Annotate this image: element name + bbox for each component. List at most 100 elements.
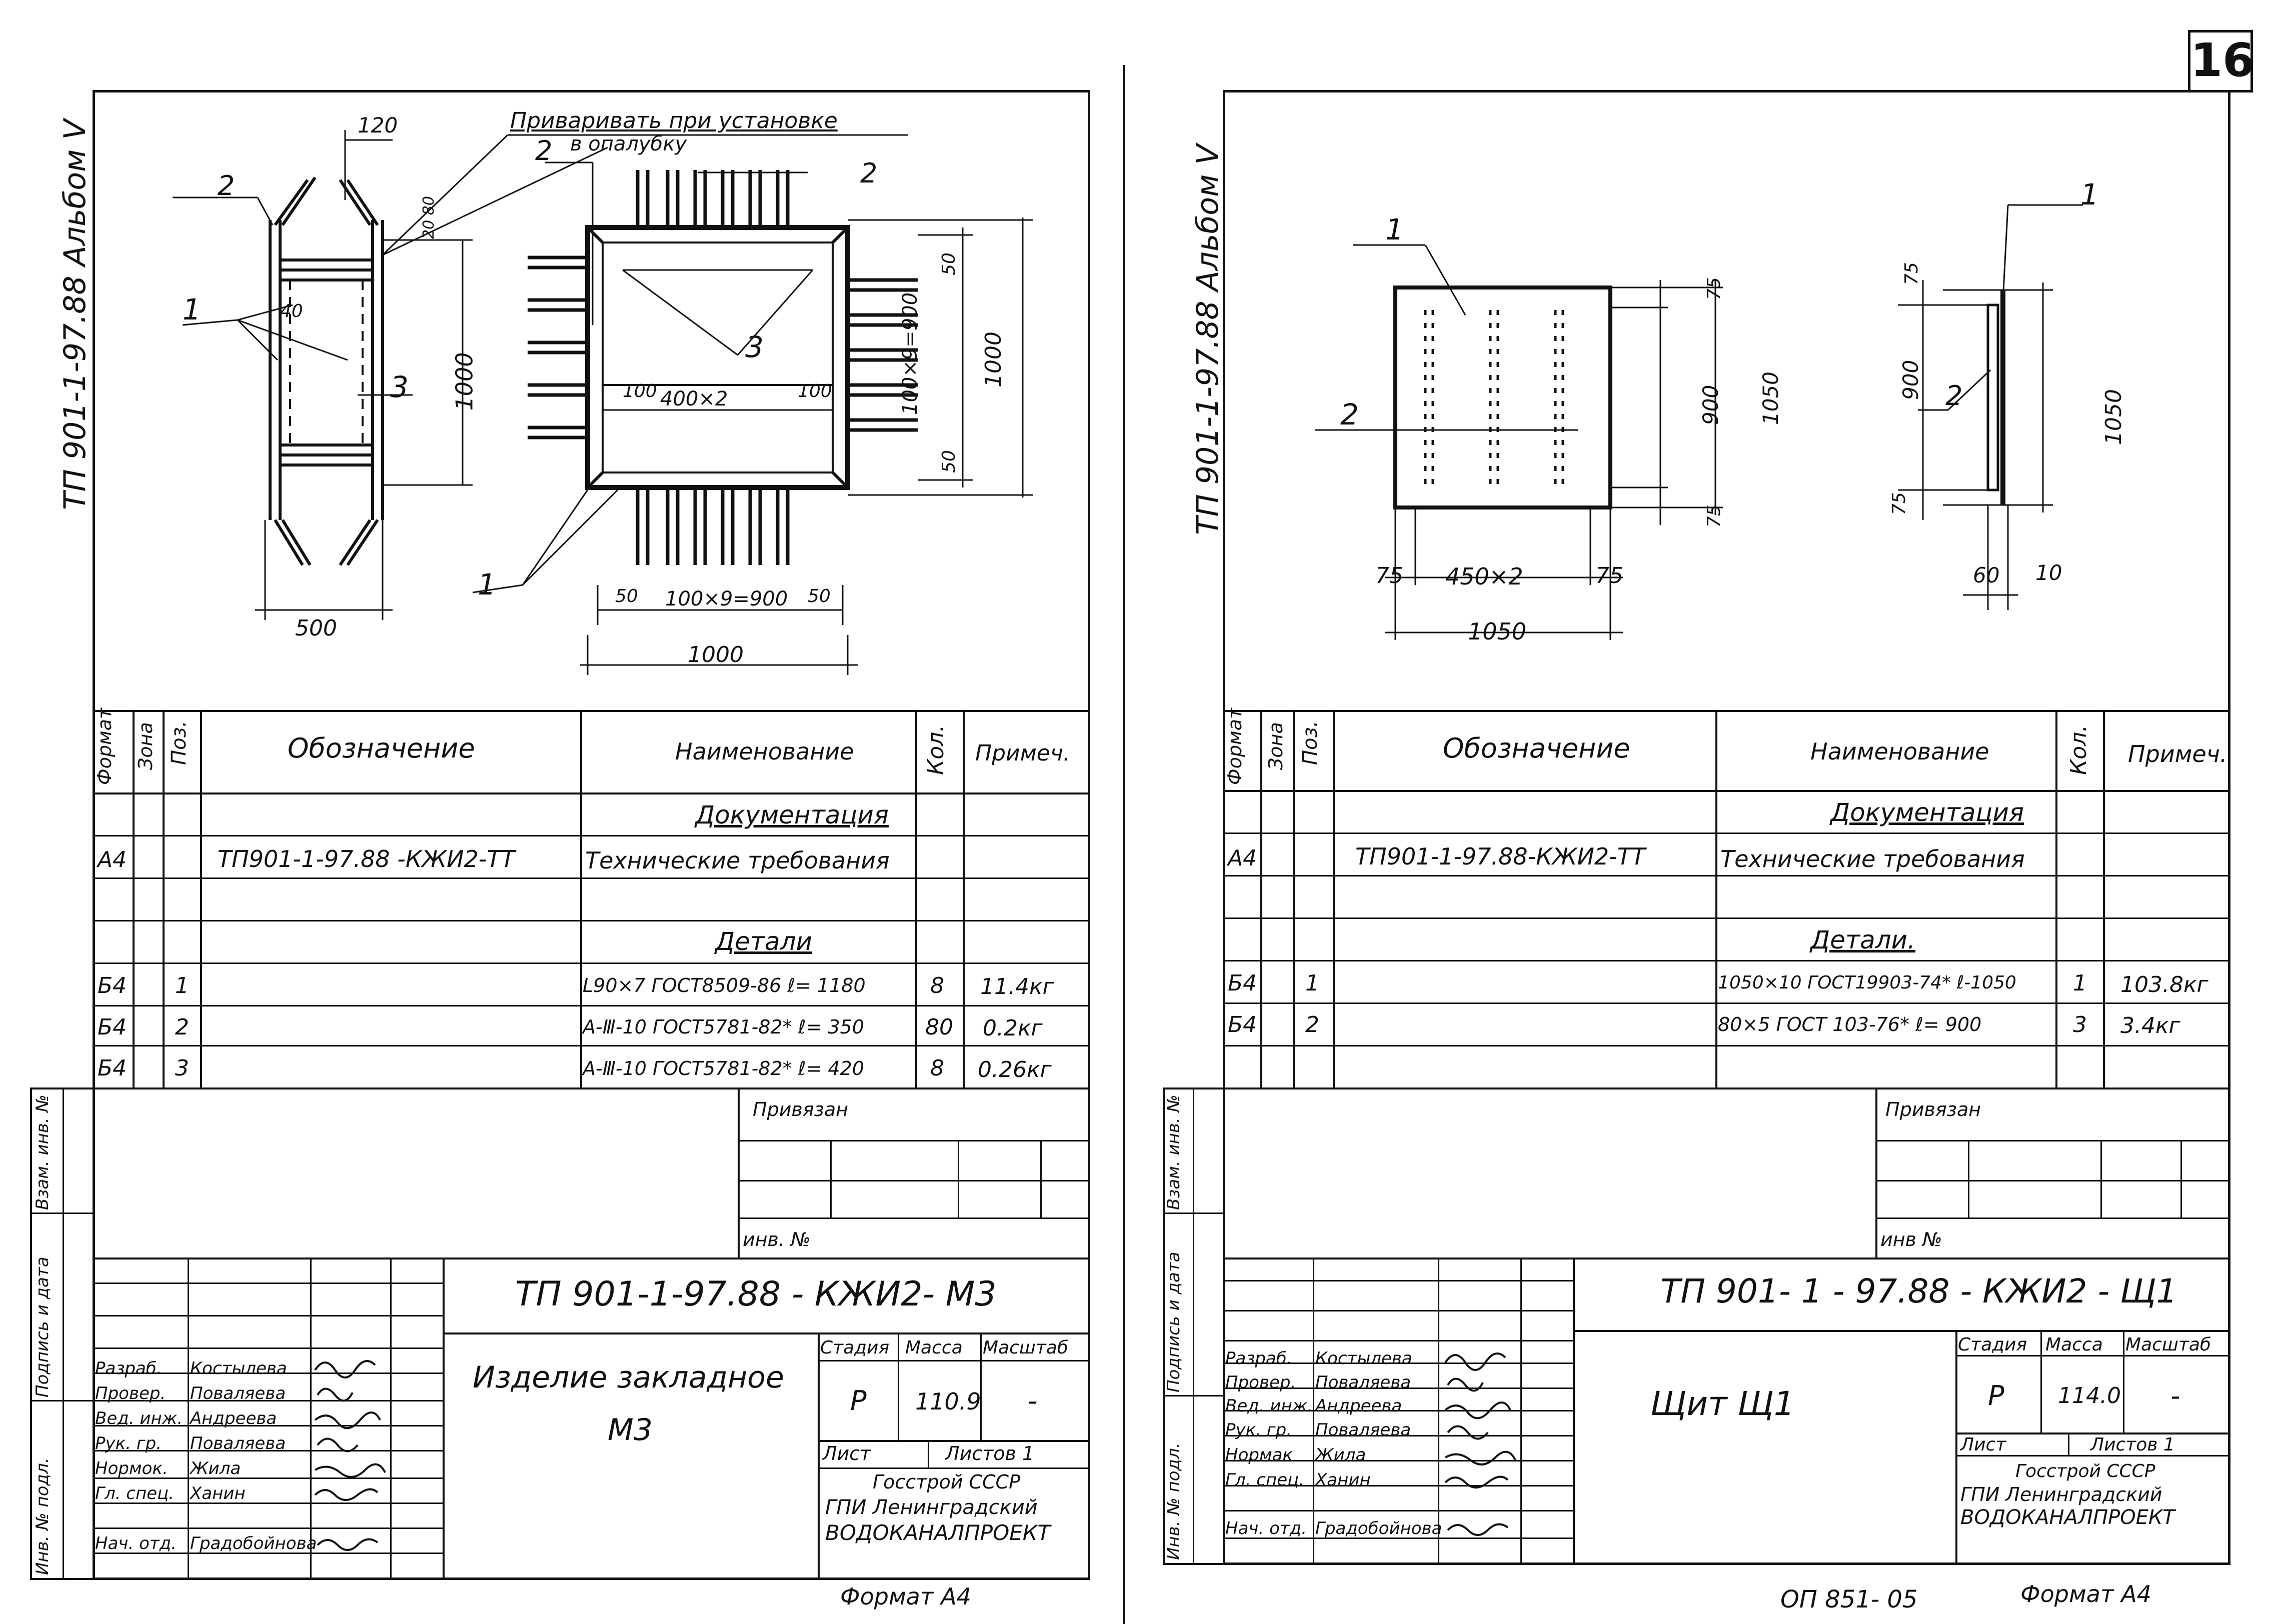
- right-label-p2b: 2: [1945, 380, 1963, 412]
- right-doc-format: А4: [1228, 846, 1257, 871]
- right-side-code: ТП 901-1-97.88 Альбом V: [1190, 144, 1225, 535]
- left-dim-100x9h: 100×9=900: [665, 588, 788, 610]
- left-org3: ВОДОКАНАЛПРОЕКТ: [825, 1520, 1051, 1545]
- role-label: Нормок.: [95, 1458, 168, 1478]
- role-name: Ханин: [190, 1484, 246, 1504]
- left-section-doc: Документация: [695, 800, 889, 830]
- role-name: Поваляева: [1315, 1420, 1411, 1440]
- row-name: L90×7 ГОСТ8509-86 ℓ= 1180: [583, 974, 866, 996]
- role-label: Нач. отд.: [1225, 1518, 1307, 1538]
- right-org2: ГПИ Ленинградский: [1960, 1484, 2162, 1506]
- left-dim-120: 120: [358, 113, 398, 138]
- right-scale: -: [2170, 1380, 2180, 1412]
- right-section-doc: Документация: [1830, 798, 2024, 827]
- right-doc-designation: ТП901-1-97.88-КЖИ2-ТТ: [1355, 843, 1645, 870]
- left-dim-100a: 100: [623, 381, 657, 402]
- left-doc-name: Технические требования: [585, 847, 890, 874]
- right-dim-75b: 75: [1704, 504, 1724, 528]
- row-qty: 80: [925, 1014, 953, 1040]
- left-stamp-title2: М3: [608, 1412, 653, 1448]
- row-name: А-Ⅲ-10 ГОСТ5781-82* ℓ= 350: [583, 1016, 864, 1038]
- left-side-code: ТП 901-1-97.88 Альбом V: [58, 119, 93, 510]
- role-name: Поваляева: [190, 1434, 286, 1454]
- role-name: Поваляева: [190, 1384, 286, 1404]
- left-dim-1000h: 1000: [688, 642, 744, 668]
- row-pos: 2: [1305, 1012, 1319, 1038]
- role-label: Разраб.: [95, 1358, 162, 1378]
- left-privyazan: Привязан: [753, 1098, 848, 1120]
- role-name: Поваляева: [1315, 1372, 1411, 1392]
- row-pos: 2: [175, 1014, 189, 1040]
- left-h-pos: Поз.: [168, 720, 191, 765]
- left-dim-50a: 50: [938, 252, 959, 276]
- right-dim-75d: 75: [1595, 563, 1623, 588]
- right-inv-no: инв №: [1880, 1228, 1942, 1250]
- row-qty: 8: [930, 1056, 944, 1081]
- left-h-zone: Зона: [135, 722, 157, 770]
- right-dim-75a: 75: [1704, 277, 1724, 300]
- row-qty: 3: [2073, 1012, 2087, 1038]
- left-label-p2a: 2: [218, 170, 235, 202]
- right-h-format: Формат: [1224, 708, 1246, 785]
- right-h-zone: Зона: [1265, 722, 1287, 770]
- row-pos: 1: [175, 973, 189, 998]
- left-scale: -: [1028, 1385, 1038, 1416]
- right-side-label-2: Подпись и дата: [1164, 1252, 1184, 1392]
- left-format-label: Формат А4: [840, 1583, 971, 1610]
- right-dim-75f: 75: [1889, 492, 1909, 515]
- right-label-p2a: 2: [1340, 398, 1359, 432]
- right-stage-h: Стадия: [1958, 1334, 2027, 1355]
- role-label: Разраб.: [1225, 1348, 1292, 1368]
- right-dim-1050b: 1050: [2101, 389, 2126, 445]
- left-dim-100x9v: 100×9=900: [899, 292, 922, 415]
- left-h-qty: Кол.: [923, 724, 949, 775]
- right-dim-900b: 900: [1898, 360, 1923, 400]
- row-note: 0.2кг: [983, 1016, 1043, 1041]
- right-dim-10: 10: [2035, 560, 2062, 585]
- role-label: Гл. спец.: [1225, 1470, 1305, 1490]
- left-mass-h: Масса: [905, 1338, 963, 1358]
- role-name: Андреева: [190, 1408, 277, 1428]
- left-scale-h: Масштаб: [983, 1338, 1069, 1358]
- row-pos: 3: [175, 1056, 189, 1081]
- left-section-parts: Детали: [715, 927, 813, 956]
- left-dim-50d: 50: [808, 586, 831, 606]
- left-dim-1000v: 1000: [451, 352, 478, 411]
- right-h-designation: Обозначение: [1443, 732, 1630, 764]
- right-dim-75e: 75: [1901, 262, 1922, 285]
- right-dim-900a: 900: [1698, 384, 1723, 425]
- left-h-name: Наименование: [675, 738, 854, 765]
- row-qty: 8: [930, 973, 944, 998]
- row-name: 1050×10 ГОСТ19903-74* ℓ-1050: [1718, 972, 2016, 993]
- right-dim-1050h: 1050: [1468, 618, 1527, 645]
- left-side-label-3: Взам. инв. №: [33, 1094, 53, 1210]
- right-section-parts: Детали.: [1810, 926, 1915, 954]
- right-dim-450x2: 450×2: [1445, 563, 1523, 590]
- row-note: 103.8кг: [2120, 972, 2208, 998]
- right-h-qty: Кол.: [2066, 724, 2091, 775]
- left-note: Приваривать при установке: [510, 108, 838, 134]
- row-qty: 1: [2073, 970, 2087, 996]
- right-side-label-1: Инв. № подл.: [1164, 1442, 1184, 1560]
- role-name: Градобойнова: [1315, 1518, 1442, 1538]
- role-label: Вед. инж.: [1225, 1396, 1313, 1416]
- left-label-p2b: 2: [535, 135, 553, 166]
- role-name: Костылева: [1315, 1348, 1412, 1368]
- left-side-label-2: Подпись и дата: [33, 1256, 53, 1398]
- right-sheet: Лист: [1960, 1434, 2006, 1455]
- row-format: Б4: [98, 973, 127, 998]
- left-stamp-title1: Изделие закладное: [473, 1360, 784, 1395]
- row-format: Б4: [1228, 970, 1257, 996]
- role-name: Градобойнова: [190, 1534, 317, 1554]
- right-sheets: Листов 1: [2090, 1434, 2175, 1455]
- row-pos: 1: [1305, 970, 1319, 996]
- left-stage: Р: [850, 1385, 867, 1416]
- left-dim-40: 40: [280, 301, 303, 322]
- right-stamp-code: ТП 901- 1 - 97.88 - КЖИ2 - Щ1: [1660, 1272, 2177, 1310]
- row-note: 0.26кг: [978, 1057, 1052, 1082]
- left-dim-50c: 50: [615, 586, 638, 606]
- right-h-name: Наименование: [1810, 738, 1989, 765]
- role-label: Рук. гр.: [1225, 1420, 1292, 1440]
- left-side-label-1: Инв. № подл.: [33, 1458, 53, 1575]
- left-drawing: [173, 130, 1033, 675]
